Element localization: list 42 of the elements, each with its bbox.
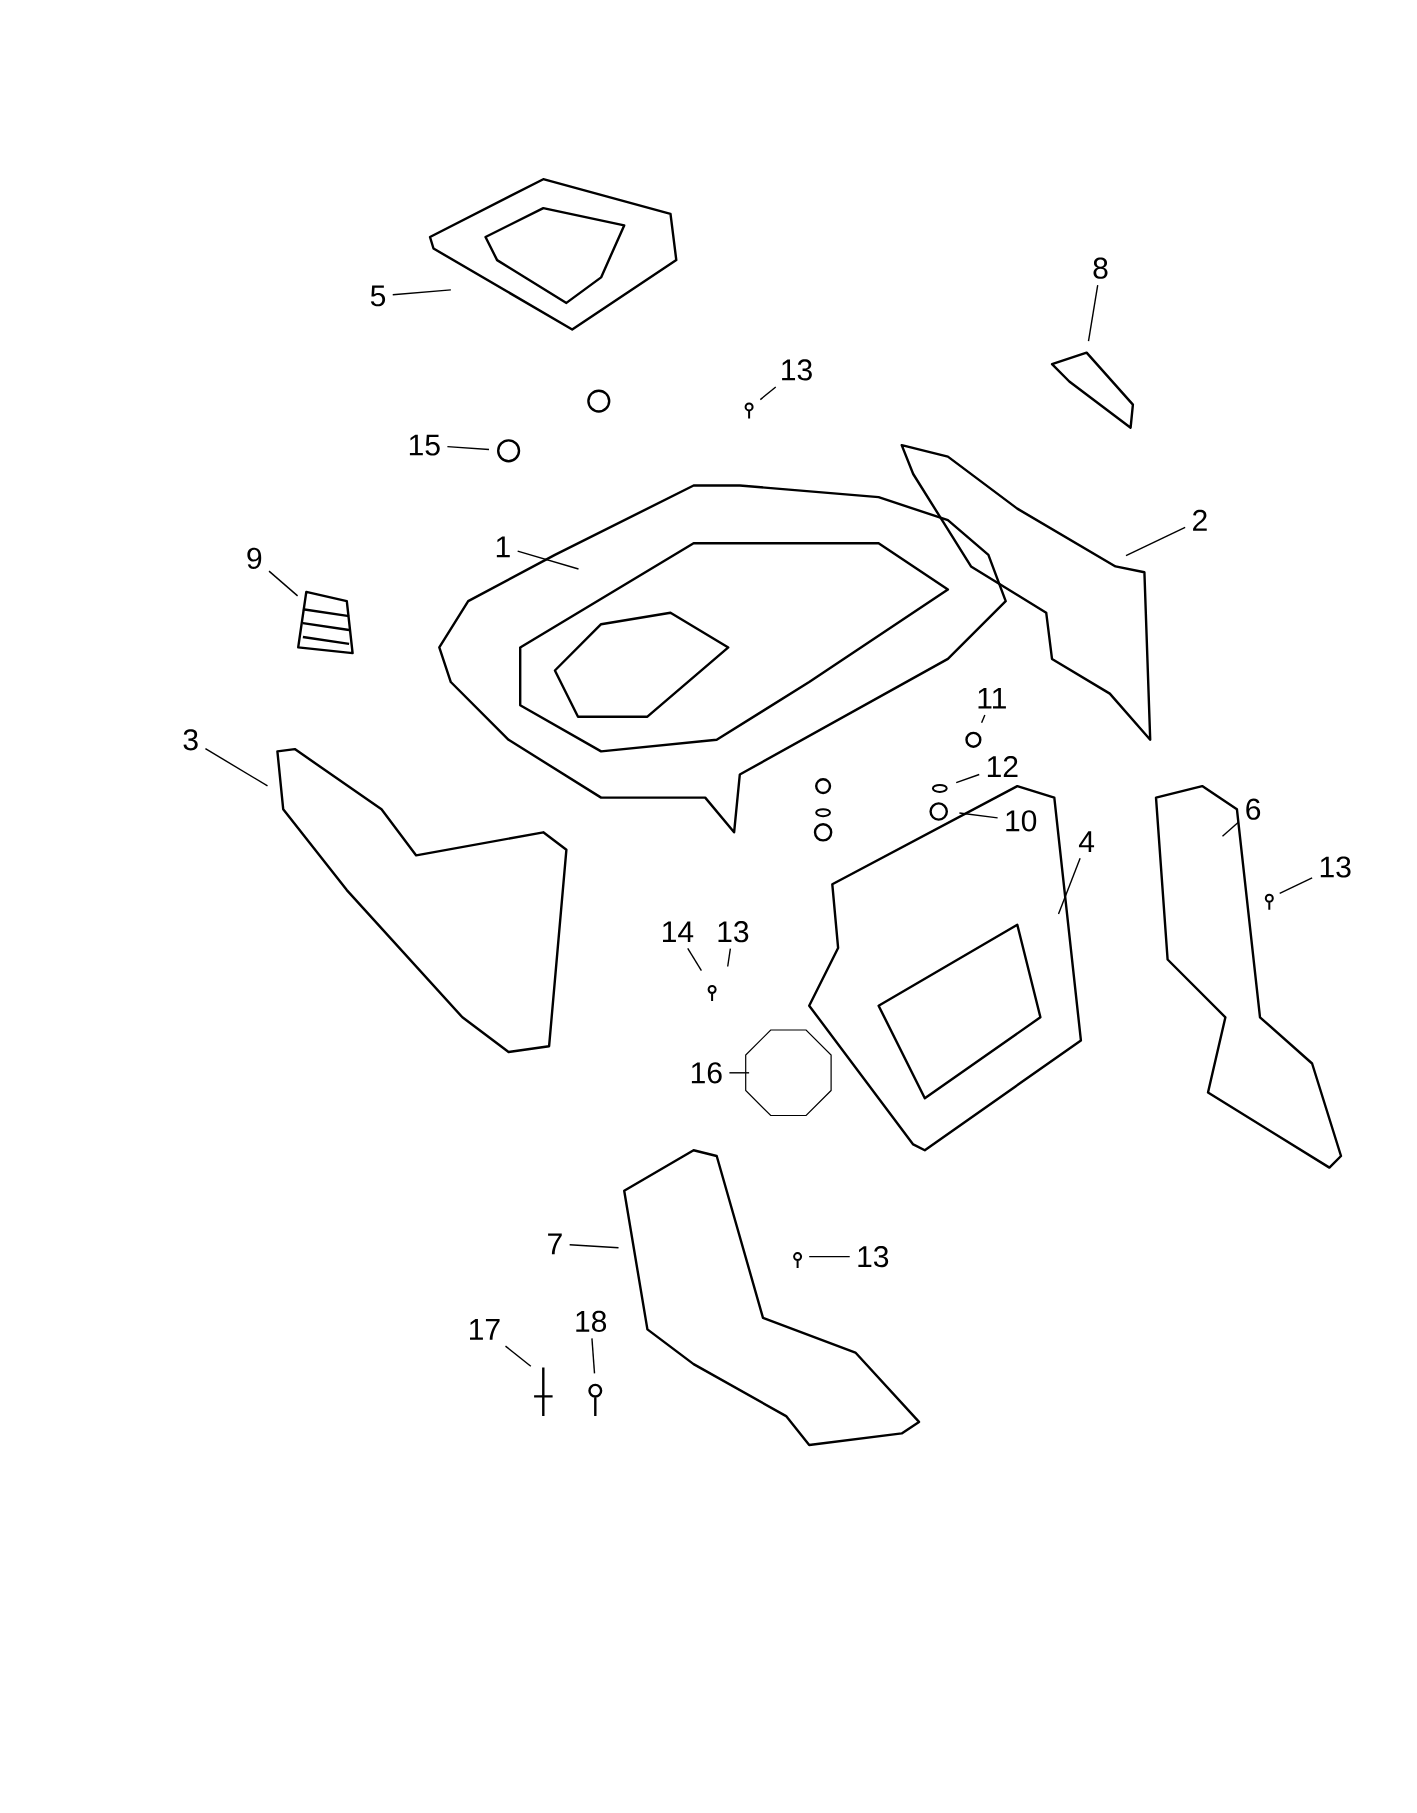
callout-number: 17	[470, 1319, 500, 1340]
callout-number: 13	[782, 359, 812, 381]
callout-number: 5	[370, 285, 386, 307]
callout-number: 12	[987, 755, 1018, 777]
leader-line	[392, 289, 452, 296]
leader-line	[728, 1072, 750, 1074]
callout-number: 11	[978, 687, 1006, 709]
leader-line	[1221, 821, 1240, 837]
callout-number: 18	[576, 1310, 607, 1332]
leader-line	[955, 773, 980, 784]
leader-line	[204, 747, 269, 787]
leader-line	[446, 446, 490, 451]
callout-number: 10	[1006, 810, 1037, 832]
leader-line	[727, 948, 732, 968]
callout-number: 15	[409, 434, 440, 456]
leader-line	[268, 570, 299, 597]
callout-number: 16	[691, 1062, 722, 1084]
callout-number: 2	[1193, 509, 1207, 531]
callout-number: 8	[1093, 257, 1108, 279]
leader-line	[808, 1255, 851, 1258]
leader-line	[591, 1337, 596, 1375]
callout-number: 7	[548, 1233, 562, 1255]
callout-number: 9	[247, 547, 262, 569]
leader-line	[687, 947, 703, 972]
leader-line	[1057, 857, 1081, 915]
leader-line	[980, 714, 986, 724]
callout-number: 13	[1320, 856, 1351, 878]
callout-number: 14	[663, 921, 694, 943]
leader-line	[958, 812, 999, 819]
leader-line	[516, 550, 580, 570]
callout-number: 6	[1246, 798, 1261, 820]
leader-line	[1087, 284, 1099, 342]
callout-number: 4	[1078, 831, 1095, 852]
leader-line	[1125, 526, 1186, 557]
leader-line	[568, 1244, 620, 1249]
callout-number: 13	[858, 1246, 889, 1268]
leader-line	[759, 386, 777, 401]
leader-line	[504, 1345, 532, 1367]
callout-number: 1	[496, 536, 510, 558]
callout-number: 3	[183, 729, 198, 751]
callout-number: 13	[718, 921, 749, 943]
leader-line	[1279, 877, 1313, 894]
